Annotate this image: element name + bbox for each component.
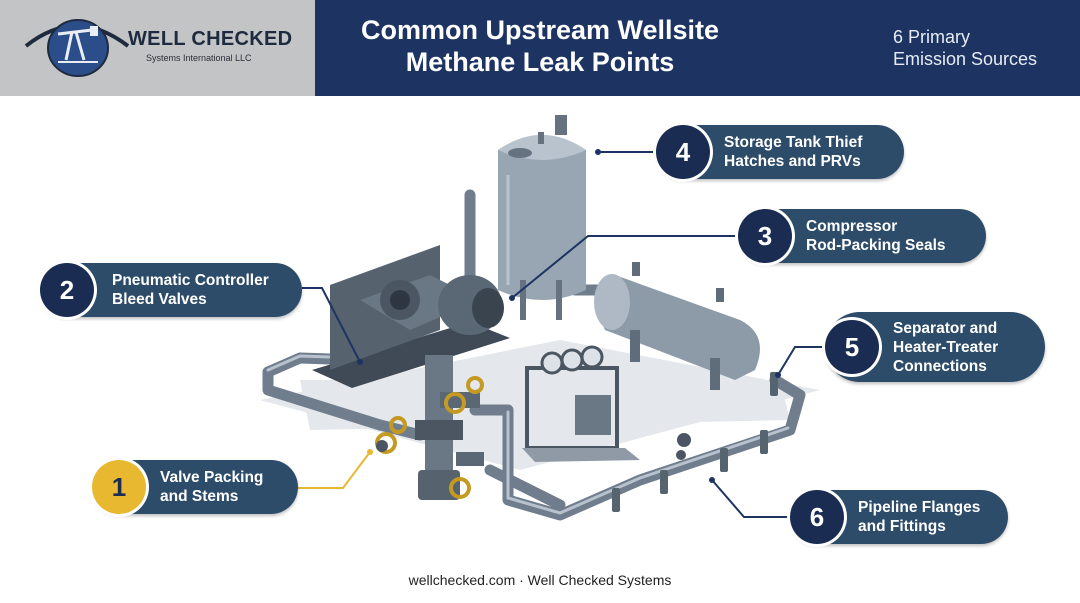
callout-1: 1 Valve Packing and Stems <box>92 460 298 514</box>
control-panel <box>522 345 640 462</box>
callout-5-badge: 5 <box>825 320 879 374</box>
subtitle-line-1: 6 Primary <box>893 27 971 47</box>
callout-2: 2 Pneumatic Controller Bleed Valves <box>40 263 302 317</box>
callout-5-line-1: Separator and <box>893 319 998 337</box>
callout-1-line-1: Valve Packing <box>160 469 264 486</box>
callout-6-line-1: Pipeline Flanges <box>858 499 981 516</box>
callout-3-label: Compressor Rod-Packing Seals <box>806 209 946 263</box>
leader-dots <box>357 149 781 483</box>
callout-4: 4 Storage Tank Thief Hatches and PRVs <box>656 125 904 179</box>
separator-vessel <box>594 262 760 390</box>
callout-4-badge: 4 <box>656 125 710 179</box>
wellhead <box>415 355 484 500</box>
footer-credit: wellchecked.com · Well Checked Systems <box>408 572 672 588</box>
callout-6-badge: 6 <box>790 490 844 544</box>
brand-subtitle: Systems International LLC <box>146 53 252 63</box>
valve-bodies <box>376 433 691 460</box>
callout-2-label: Pneumatic Controller Bleed Valves <box>112 263 269 317</box>
callout-6: 6 Pipeline Flanges and Fittings <box>790 490 1008 544</box>
header: WELL CHECKED Systems International LLC C… <box>0 0 1080 96</box>
callout-1-label: Valve Packing and Stems <box>160 460 263 514</box>
callout-4-label: Storage Tank Thief Hatches and PRVs <box>724 125 862 179</box>
compressor-skid <box>312 245 510 388</box>
subtitle-line-2: Emission Sources <box>893 49 1038 69</box>
brand-name: WELL CHECKED <box>128 28 293 50</box>
callout-3-line-1: Compressor <box>806 218 898 235</box>
callout-5-line-2: Heater-Treater <box>893 338 999 356</box>
callout-3-badge: 3 <box>738 209 792 263</box>
callout-2-badge: 2 <box>40 263 94 317</box>
logo-panel: WELL CHECKED Systems International LLC <box>0 0 315 96</box>
page-title-line-2: Methane Leak Points <box>405 47 675 77</box>
callout-1-badge: 1 <box>92 460 146 514</box>
page-subtitle: 6 Primary Emission Sources <box>893 26 1073 70</box>
well-checked-logo-icon <box>24 19 130 77</box>
callout-4-line-2: Hatches and PRVs <box>724 153 861 170</box>
callout-5-line-3: Connections <box>893 357 987 375</box>
callout-3-line-2: Rod-Packing Seals <box>806 237 946 254</box>
callout-1-line-2: and Stems <box>160 488 239 505</box>
page-title: Common Upstream Wellsite Methane Leak Po… <box>315 14 765 78</box>
callout-6-line-2: and Fittings <box>858 518 946 535</box>
pipeline-flanges <box>612 372 778 512</box>
storage-tank <box>498 115 586 320</box>
callout-3: 3 Compressor Rod-Packing Seals <box>738 209 986 263</box>
callout-2-line-2: Bleed Valves <box>112 291 207 308</box>
page-title-line-1: Common Upstream Wellsite <box>360 15 720 45</box>
callout-5: 5 Separator and Heater-Treater Connectio… <box>825 312 1045 382</box>
callout-4-line-1: Storage Tank Thief <box>724 134 863 151</box>
title-panel <box>315 0 1080 96</box>
leader-dot-1 <box>367 449 373 455</box>
callout-6-label: Pipeline Flanges and Fittings <box>858 490 980 544</box>
callout-leaders <box>302 151 830 518</box>
callout-2-line-1: Pneumatic Controller <box>112 272 269 289</box>
callout-leader-1 <box>298 451 371 489</box>
callout-5-label: Separator and Heater-Treater Connections <box>893 312 998 382</box>
